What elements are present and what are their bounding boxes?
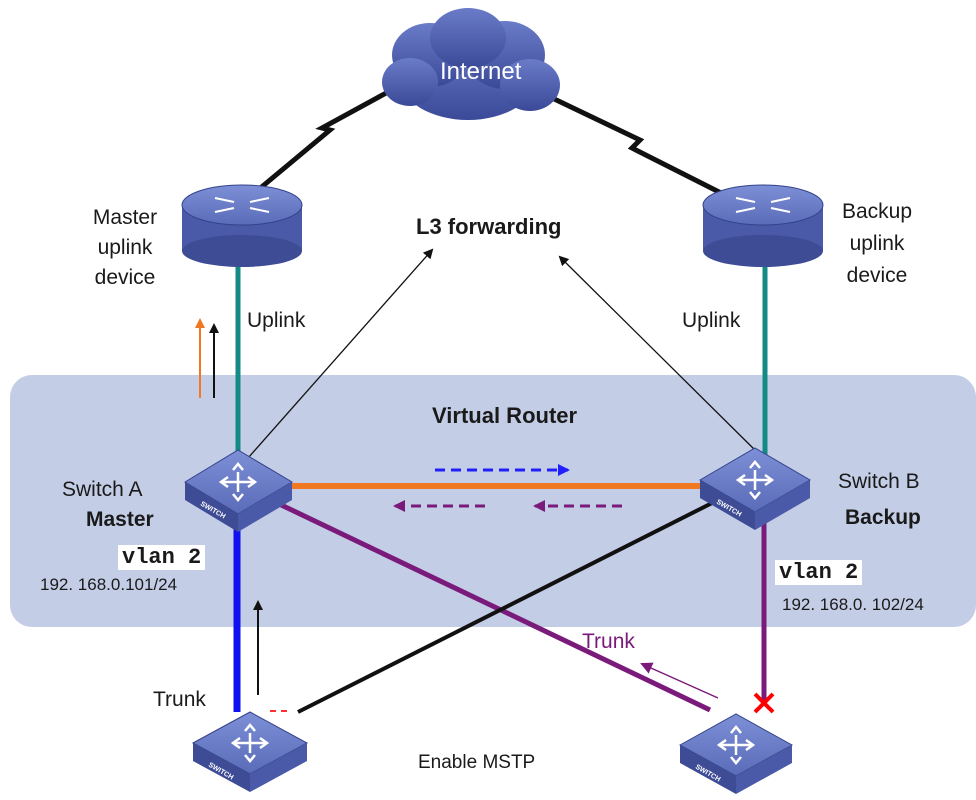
switch-a-vlan: vlan 2: [118, 545, 206, 570]
internet-label: Internet: [440, 58, 522, 85]
wan-link-master: [256, 77, 412, 192]
backup-router-icon: [702, 184, 824, 267]
trunk-traffic-arrow: [640, 662, 719, 699]
l3-arrow-right: [558, 255, 761, 456]
virtual-router-panel: [10, 375, 976, 627]
master-uplink-label: Master uplink device: [70, 203, 180, 293]
access-switch-left-icon: [191, 711, 309, 792]
trunk-right-label: Trunk: [582, 630, 635, 653]
switch-b-vlan: vlan 2: [775, 560, 863, 585]
switch-a-icon: [184, 449, 293, 532]
backup-uplink-line-2: uplink: [849, 232, 905, 255]
uplink-left-label: Uplink: [247, 309, 306, 332]
master-uplink-line-2: uplink: [97, 236, 153, 259]
master-uplink-line-1: Master: [92, 206, 158, 229]
trunk-left-label: Trunk: [153, 688, 206, 711]
virtual-router-label: Virtual Router: [432, 403, 578, 428]
wan-link-backup: [523, 82, 727, 198]
switch-a-name: Switch A: [62, 478, 143, 501]
switch-b-role: Backup: [845, 506, 921, 529]
master-router-icon: [181, 184, 303, 267]
mstp-label: Enable MSTP: [418, 752, 536, 773]
blocked-port-x-icon: [753, 692, 775, 714]
switch-b-name: Switch B: [838, 470, 920, 493]
switch-a-role: Master: [86, 508, 154, 531]
backup-uplink-line-3: device: [846, 264, 908, 287]
master-uplink-line-3: device: [94, 266, 156, 289]
l3-forwarding-label: L3 forwarding: [416, 214, 562, 239]
trunk-link-b-to-left: [297, 498, 719, 714]
backup-uplink-label: Backup uplink device: [822, 196, 932, 292]
internet-cloud-icon: [382, 8, 560, 120]
switch-b-icon: [699, 447, 811, 530]
l3-arrow-left: [247, 248, 434, 459]
access-switch-right-icon: [678, 713, 794, 794]
uplink-right-label: Uplink: [682, 309, 741, 332]
backup-uplink-line-1: Backup: [841, 200, 913, 223]
switch-b-ip: 192. 168.0. 102/24: [782, 595, 924, 614]
switch-a-ip: 192. 168.0.101/24: [40, 575, 178, 594]
trunk-link-a-to-right: [273, 499, 712, 713]
